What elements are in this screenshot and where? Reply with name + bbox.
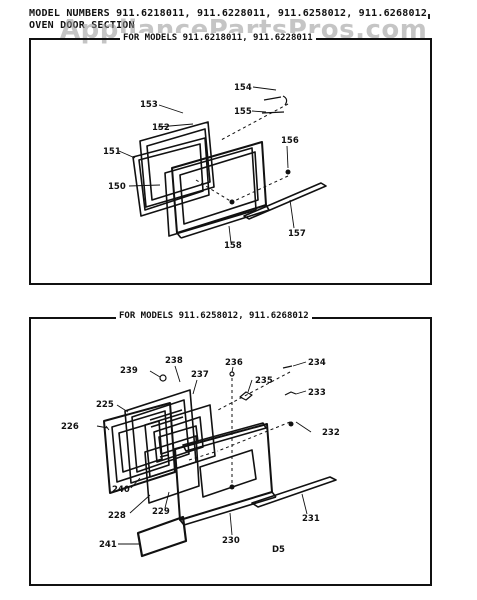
- part-label-228: 228: [108, 511, 126, 521]
- seal-pad-241: [136, 515, 188, 558]
- model-numbers-heading: MODEL NUMBERS 911.6218011, 911.6228011, …: [29, 8, 428, 19]
- part-label-150: 150: [108, 182, 126, 192]
- upper-part-labels: 151 150 153 152 154 155 156 157 158: [103, 83, 306, 251]
- glass-pane-lower: [144, 435, 200, 504]
- lower-part-labels: 238 239 237 236 235 234 233 225 232 226 …: [61, 356, 340, 555]
- figure-code: D5: [272, 545, 285, 555]
- door-trim-strip-lower: [251, 476, 337, 508]
- door-liner-upper: [139, 121, 215, 208]
- outer-door-upper: [171, 141, 270, 239]
- part-label-155: 155: [234, 107, 252, 117]
- section-title: OVEN DOOR SECTION: [29, 20, 135, 31]
- part-label-234: 234: [308, 358, 326, 368]
- lower-diagram-caption: FOR MODELS 911.6258012, 911.6268012: [116, 311, 312, 321]
- part-label-236: 236: [225, 358, 243, 368]
- part-label-152: 152: [152, 123, 170, 133]
- part-label-153: 153: [140, 100, 158, 110]
- part-label-229: 229: [152, 507, 170, 517]
- part-label-239: 239: [120, 366, 138, 376]
- part-label-158: 158: [224, 241, 242, 251]
- screws-upper: [261, 95, 288, 114]
- inner-door-panel-upper: [132, 137, 210, 217]
- part-label-151: 151: [103, 147, 121, 157]
- part-label-237: 237: [191, 370, 209, 380]
- corner-mark: [428, 14, 430, 19]
- part-label-235: 235: [255, 376, 273, 386]
- part-label-240: 240: [112, 485, 130, 495]
- part-label-225: 225: [96, 400, 114, 410]
- part-label-232: 232: [322, 428, 340, 438]
- door-trim-strip-upper: [243, 182, 327, 220]
- screws-lower: [159, 365, 297, 401]
- part-label-238: 238: [165, 356, 183, 366]
- part-label-226: 226: [61, 422, 79, 432]
- part-label-231: 231: [302, 514, 320, 524]
- part-label-230: 230: [222, 536, 240, 546]
- part-label-233: 233: [308, 388, 326, 398]
- outer-door-lower: [174, 422, 277, 526]
- part-label-156: 156: [281, 136, 299, 146]
- upper-diagram-caption: FOR MODELS 911.6218011, 911.6228011: [120, 33, 316, 43]
- part-label-154: 154: [234, 83, 252, 93]
- part-label-157: 157: [288, 229, 306, 239]
- part-label-241: 241: [99, 540, 117, 550]
